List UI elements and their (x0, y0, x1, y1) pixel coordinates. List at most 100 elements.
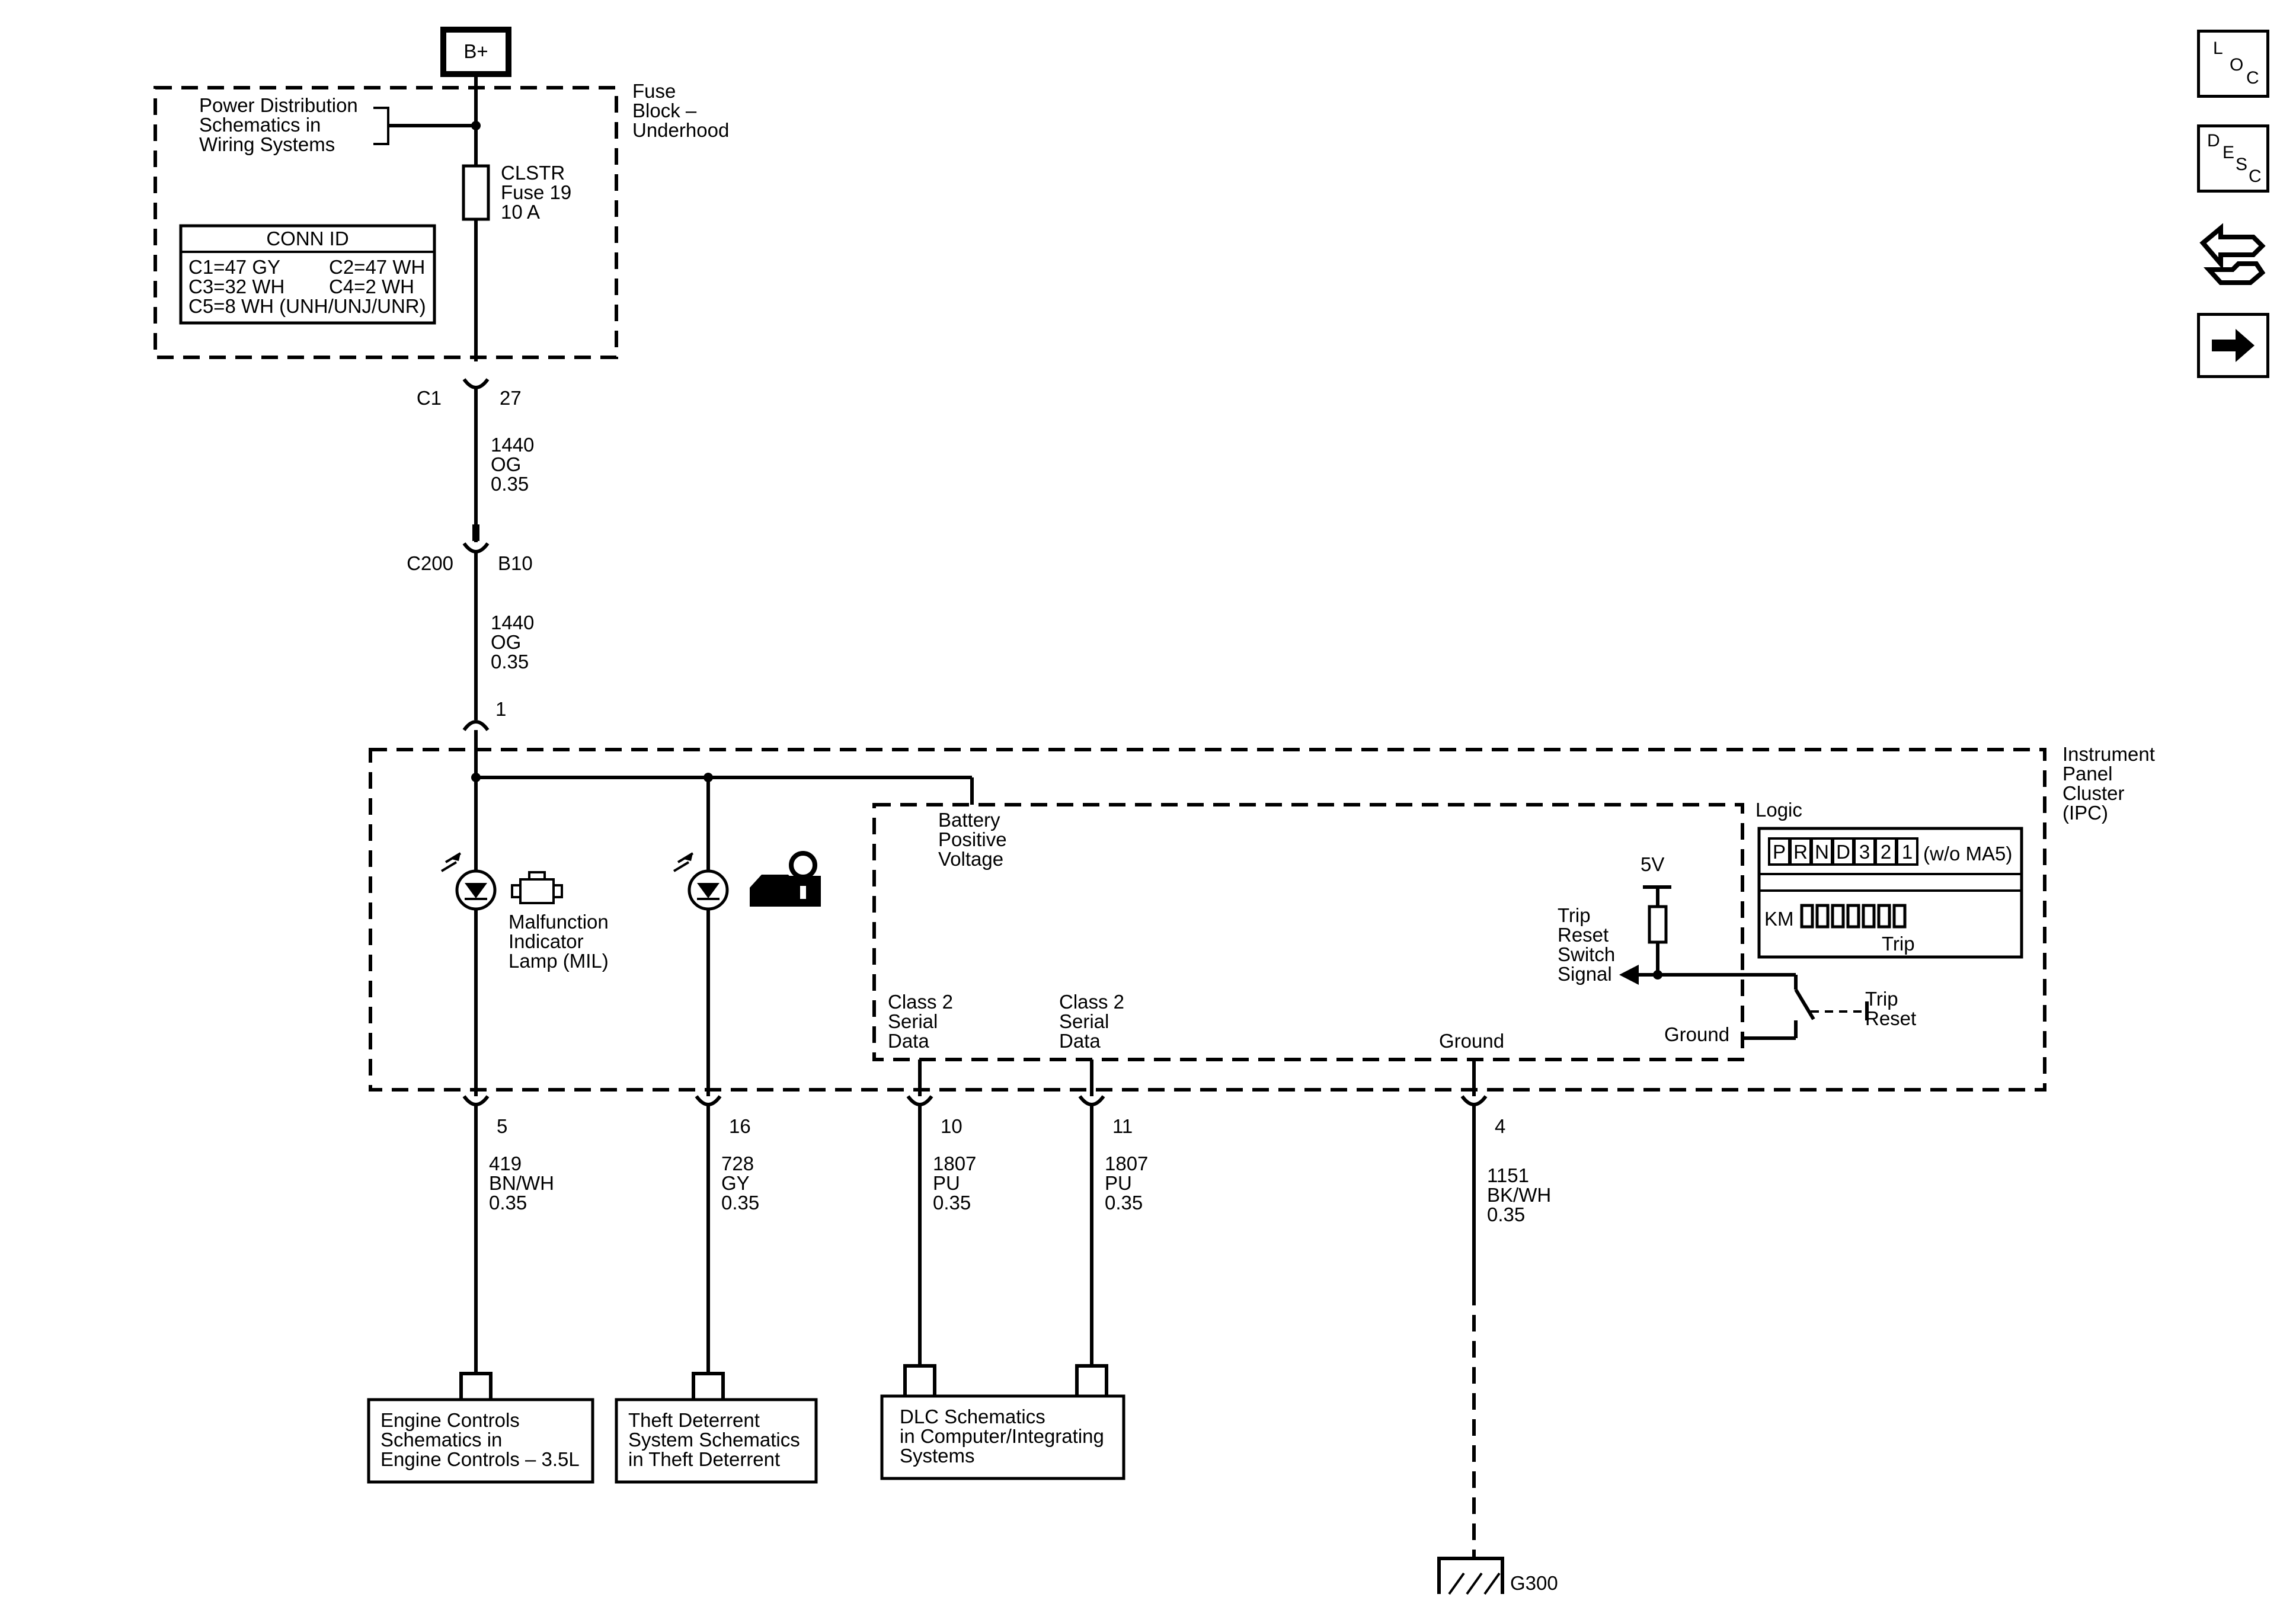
svg-text:C1=47 GY: C1=47 GY (188, 256, 280, 278)
output-connector (906, 1095, 933, 1106)
output-connector (462, 1095, 490, 1106)
c200-name: C200 (407, 552, 453, 574)
output-wire-label: 1807 (933, 1153, 976, 1174)
odometer-digit (1800, 904, 1814, 929)
desc-letter-s: S (2236, 155, 2248, 174)
prnd-letter: N (1815, 841, 1829, 863)
output-pin: 11 (1112, 1115, 1133, 1137)
dlc-ref-connector-b (1075, 1364, 1108, 1396)
prnd-cell (1896, 837, 1918, 866)
connector-c1 (462, 378, 490, 389)
mil-led (440, 852, 497, 911)
wire-c1-label: 1440 OG 0.35 (491, 434, 540, 495)
output-pin: 16 (729, 1115, 751, 1137)
prnd-letter: P (1773, 841, 1786, 863)
connector-end-view-icon[interactable] (2197, 216, 2269, 289)
wire-c200-label: 1440 OG 0.35 (491, 612, 540, 673)
inline-splice (472, 524, 479, 541)
output-wire-label: PU (1105, 1172, 1132, 1194)
loc-letter-l: L (2213, 39, 2223, 58)
logic-box (872, 803, 1744, 1061)
engine-icon (511, 871, 563, 904)
ground-g300-symbol (1437, 1557, 1504, 1595)
odometer-cells (1800, 904, 1907, 929)
ground-label: Ground (1439, 1030, 1504, 1052)
output-wire-label: GY (721, 1172, 750, 1194)
output-wire-label: 0.35 (1105, 1192, 1143, 1214)
odometer-digit (1831, 904, 1845, 929)
theft-led (673, 852, 729, 911)
ipc-box (369, 748, 2046, 1092)
km-label: KM (1764, 908, 1794, 930)
fuse-block-label-l1: Fuse (632, 80, 676, 102)
output-connector (1460, 1095, 1488, 1106)
battery-source: B+ (440, 27, 511, 77)
switch-blade (1794, 988, 1815, 1020)
security-car-icon (750, 851, 821, 907)
prnd-letter: R (1793, 841, 1808, 863)
trip-signal-arrow (1619, 965, 1639, 985)
trip-signal-label: Trip Reset Switch Signal (1558, 904, 1620, 985)
output-wire-label: 0.35 (721, 1192, 759, 1214)
desc-button[interactable]: D E S C (2197, 124, 2269, 193)
desc-letter-e: E (2223, 143, 2235, 162)
prnd-note: (w/o MA5) (1923, 843, 2012, 865)
fuse-label: CLSTR Fuse 19 10 A (501, 162, 577, 223)
next-arrow-button[interactable] (2197, 313, 2269, 378)
prnd-cell (1789, 837, 1812, 866)
output-connector (1078, 1095, 1105, 1106)
prnd-letter: 2 (1881, 841, 1891, 863)
output-wire-label: 0.35 (489, 1192, 527, 1214)
fuse-block-label-l2: Block – (632, 100, 697, 121)
fuse-block-label: Fuse Block – Underhood (632, 80, 729, 141)
ipc-label: Instrument Panel Cluster (IPC) (2062, 743, 2160, 824)
battery-voltage-label: Battery Positive Voltage (938, 809, 1012, 870)
loc-letter-c: C (2246, 68, 2259, 88)
power-dist-ref: Power Distribution Schematics in Wiring … (199, 94, 363, 155)
output-wire-label: 728 (721, 1153, 754, 1174)
dlc-ref-connector-a (903, 1364, 936, 1396)
output-wire-label: 1151 (1487, 1164, 1529, 1186)
ground2-label: Ground (1664, 1023, 1729, 1045)
class2-b-label: Class 2 Serial Data (1059, 991, 1130, 1052)
ipc-pin1: 1 (495, 698, 506, 720)
svg-text:C2=47 WH: C2=47 WH (329, 256, 425, 278)
g300-label: G300 (1510, 1572, 1558, 1594)
output-wire-label: PU (933, 1172, 960, 1194)
output-wire-label: 0.35 (1487, 1204, 1525, 1225)
output-connector (695, 1095, 722, 1106)
trip-reset-label: Trip Reset (1865, 988, 1916, 1029)
c1-pin: 27 (500, 387, 522, 409)
output-wire-label: 1807 (1105, 1153, 1148, 1174)
odometer-digit (1815, 904, 1830, 929)
desc-letter-d: D (2207, 131, 2220, 151)
output-wire-label: 0.35 (933, 1192, 971, 1214)
output-wire-label: BK/WH (1487, 1184, 1551, 1206)
connector-ipc-pin1 (462, 720, 490, 731)
engine-ref-connector (459, 1372, 493, 1400)
odometer-digit (1877, 904, 1891, 929)
fuse-symbol (462, 164, 490, 221)
connector-c200 (462, 542, 490, 553)
odometer-digit (1846, 904, 1860, 929)
c1-name: C1 (417, 387, 442, 409)
power-dist-bracket (373, 107, 389, 145)
svg-text:C3=32 WH: C3=32 WH (188, 276, 284, 297)
fuse-block-label-l3: Underhood (632, 119, 729, 141)
output-pin: 5 (497, 1115, 507, 1137)
output-pin: 10 (941, 1115, 962, 1137)
next-arrow-icon (2212, 329, 2255, 362)
v5-label: 5V (1641, 853, 1664, 875)
loc-letter-o: O (2230, 55, 2244, 75)
loc-button[interactable]: L O C (2197, 30, 2269, 98)
prnd-letter: D (1836, 841, 1850, 863)
